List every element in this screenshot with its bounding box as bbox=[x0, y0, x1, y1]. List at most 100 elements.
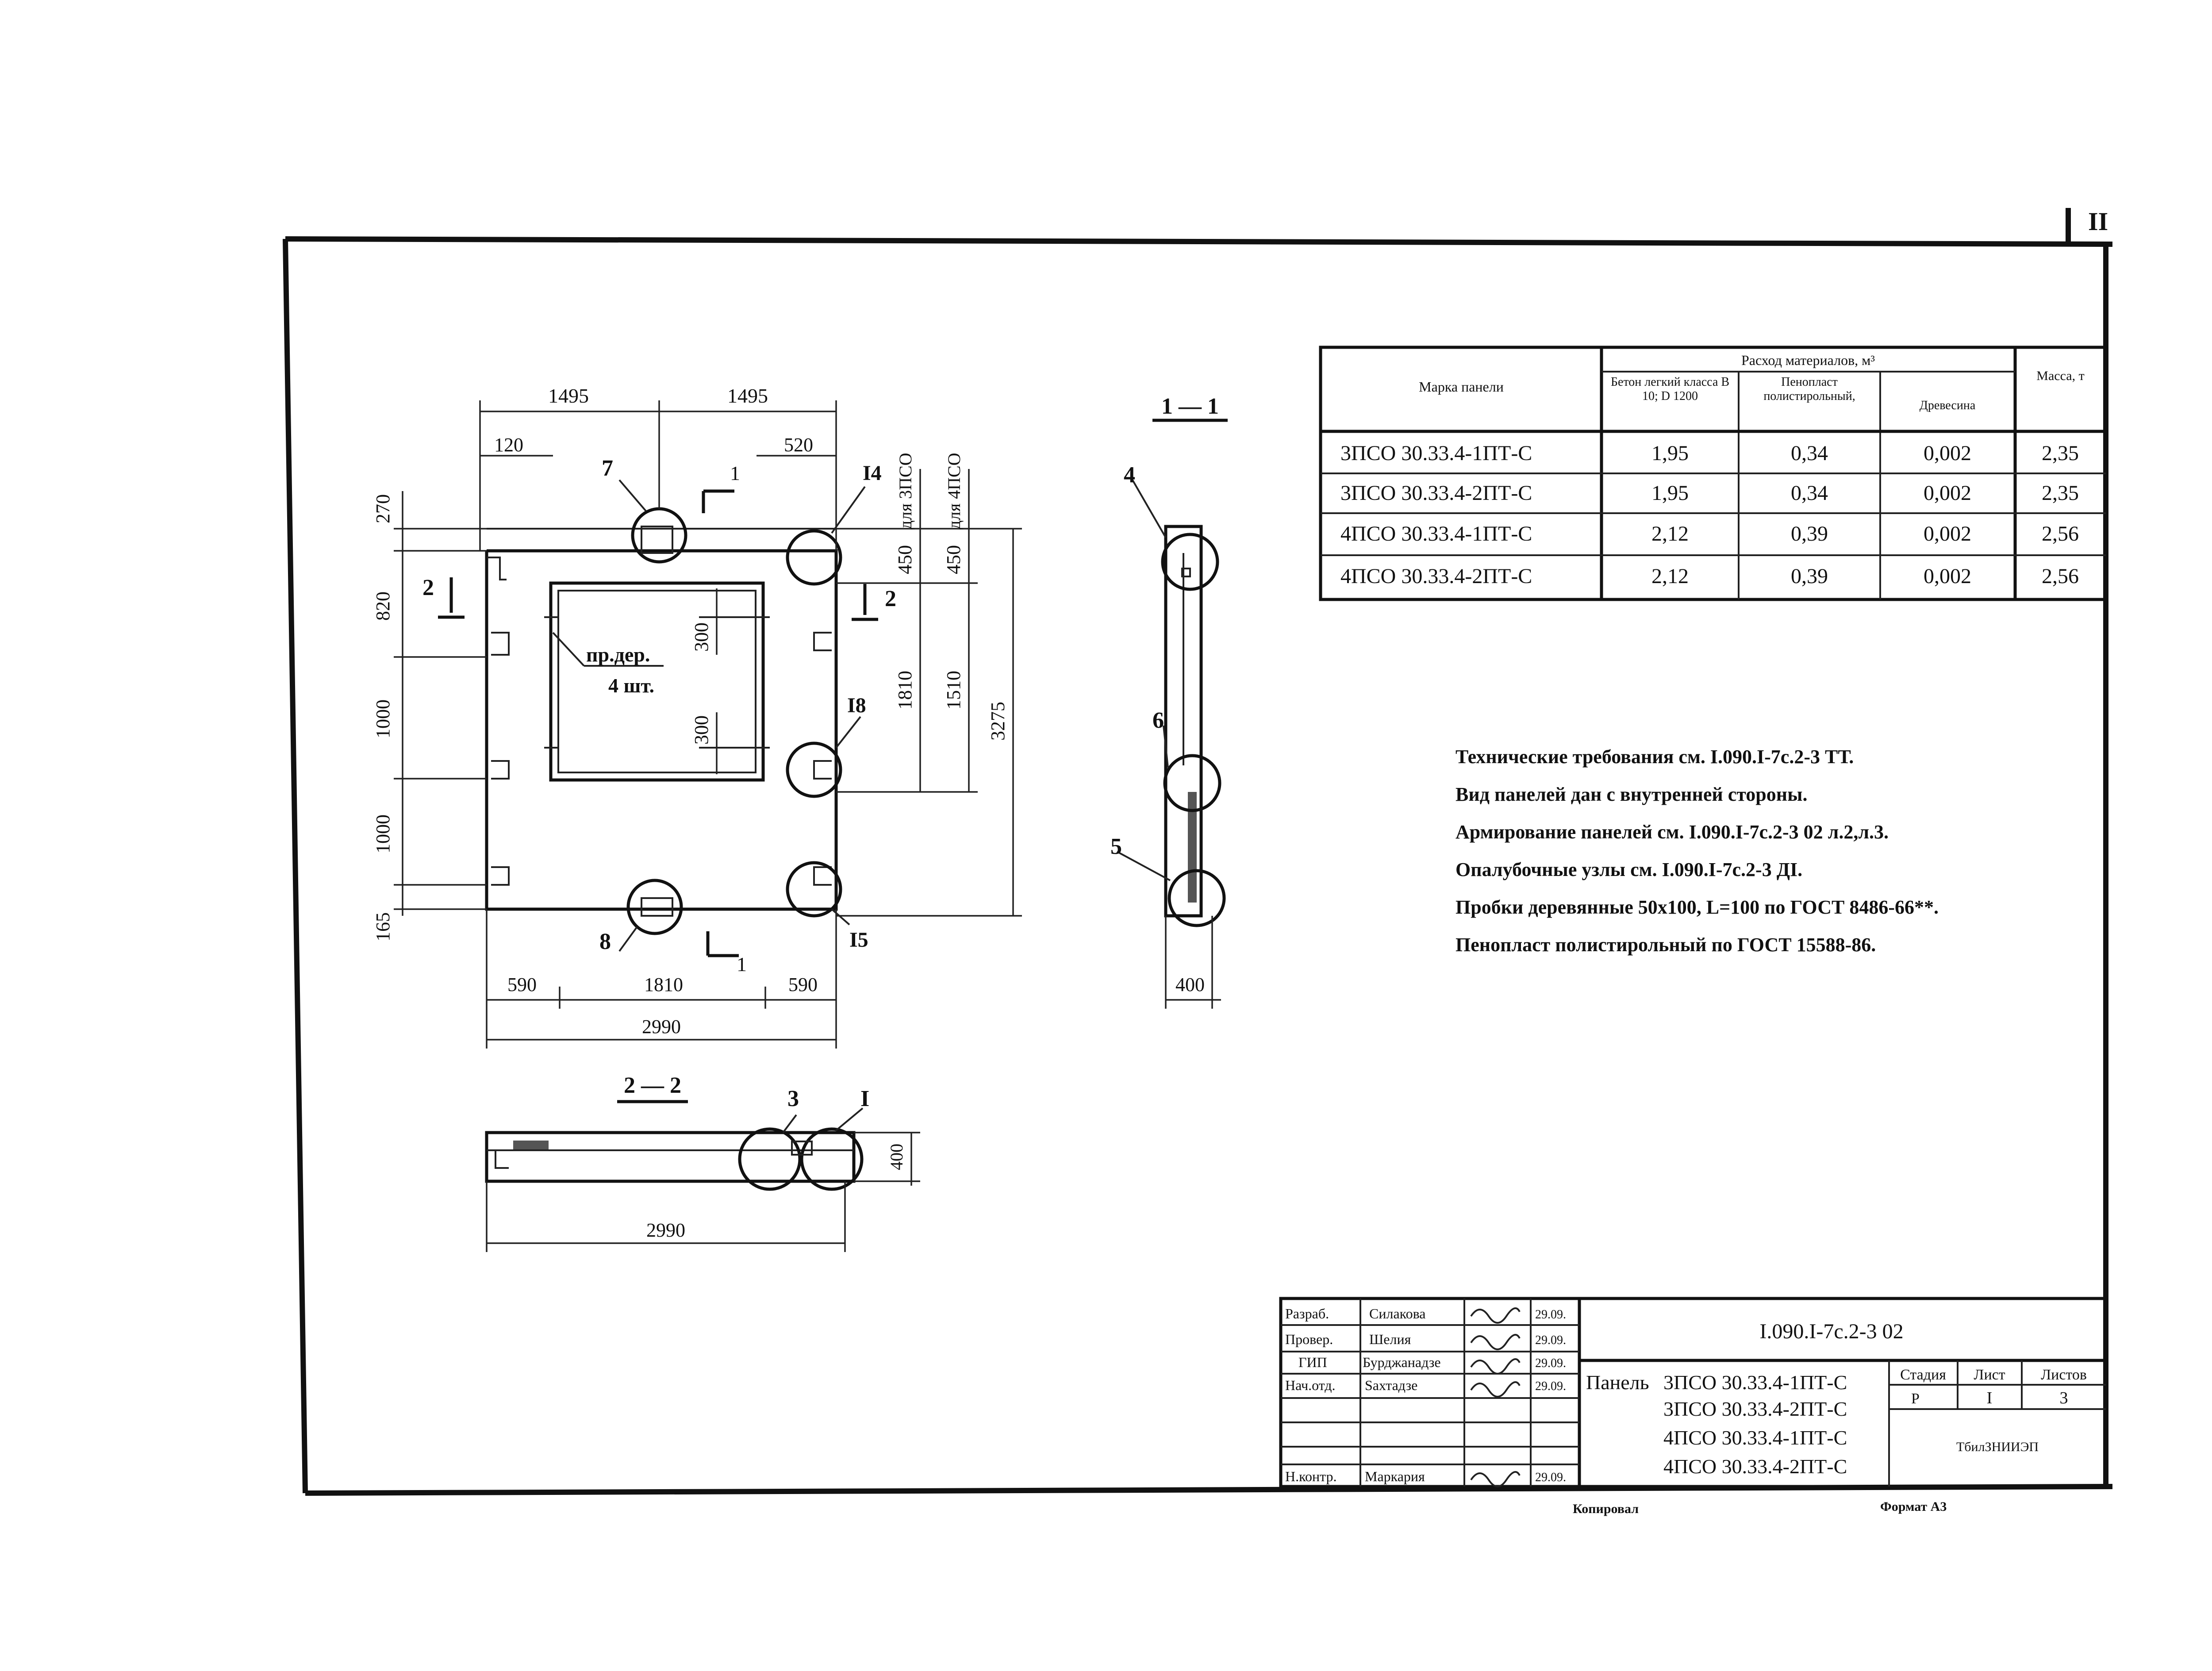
dim-270: 270 bbox=[372, 494, 394, 523]
dim-300a: 300 bbox=[691, 622, 712, 652]
person-name: Бурджанадзе bbox=[1363, 1354, 1441, 1370]
note: Пробки деревянные 50х100, L=100 по ГОСТ … bbox=[1455, 896, 1939, 918]
role-label: Провер. bbox=[1285, 1331, 1333, 1347]
row-foam: 0,39 bbox=[1791, 522, 1828, 545]
sign-date: 29.09. bbox=[1535, 1308, 1566, 1321]
role-label: ГИП bbox=[1298, 1354, 1327, 1370]
sheet-label: Лист bbox=[1974, 1367, 2005, 1383]
note: Технические требования см. I.090.I-7с.2-… bbox=[1455, 746, 1854, 768]
note: Опалубочные узлы см. I.090.I-7с.2-3 ДI. bbox=[1455, 859, 1802, 880]
sign-date: 29.09. bbox=[1535, 1333, 1566, 1347]
table-header-wood: Древесина bbox=[1920, 399, 1976, 412]
row-foam: 0,39 bbox=[1791, 565, 1828, 588]
row-concrete: 1,95 bbox=[1651, 481, 1689, 505]
dim-for-4pso: для 4ПСО bbox=[944, 453, 964, 529]
node-label-3: 3 bbox=[787, 1086, 799, 1111]
dim-120: 120 bbox=[494, 434, 523, 456]
note: Пенопласт полистирольный по ГОСТ 15588-8… bbox=[1455, 934, 1876, 956]
sign-date: 29.09. bbox=[1535, 1379, 1566, 1393]
row-mark: 4ПСО 30.33.4-2ПТ-С bbox=[1340, 565, 1532, 588]
panel-elevation: 7 I4 I8 I5 8 пр.дер. 4 шт. 1 1 2 2 1495 … bbox=[372, 384, 1022, 1049]
dim-1000b: 1000 bbox=[372, 814, 394, 853]
dim-400: 400 bbox=[1175, 974, 1205, 995]
row-wood: 0,002 bbox=[1924, 442, 1971, 465]
node-label-6: 6 bbox=[1152, 708, 1164, 733]
plug-count-label: 4 шт. bbox=[608, 674, 654, 697]
footer-format: Формат А3 bbox=[1880, 1499, 1947, 1514]
row-concrete: 2,12 bbox=[1651, 522, 1689, 545]
dim-1510: 1510 bbox=[943, 671, 964, 710]
section-2-2: 2 — 2 3 I 400 2990 bbox=[485, 1073, 920, 1252]
section-title: 1 — 1 bbox=[1161, 394, 1219, 419]
row-mark: 4ПСО 30.33.4-1ПТ-С bbox=[1340, 522, 1532, 545]
dim-1810h: 1810 bbox=[644, 974, 683, 995]
person-name: Маркария bbox=[1365, 1468, 1425, 1484]
table-header-concrete: Бетон легкий класса В 10; D 1200 bbox=[1610, 375, 1730, 403]
title-block: I.090.I-7с.2-3 02 Разраб. Провер. ГИП На… bbox=[1279, 1297, 2108, 1488]
dim-1000a: 1000 bbox=[372, 699, 394, 738]
person-name: Шелия bbox=[1369, 1331, 1411, 1347]
row-concrete: 1,95 bbox=[1651, 442, 1689, 465]
sheet-number: II bbox=[2088, 207, 2108, 236]
dim-300b: 300 bbox=[691, 715, 712, 745]
note: Вид панелей дан с внутренней стороны. bbox=[1455, 784, 1807, 805]
node-label-4: 4 bbox=[1124, 462, 1135, 488]
dim-2990: 2990 bbox=[646, 1219, 685, 1241]
organization: ТбилЗНИИЭП bbox=[1956, 1440, 2039, 1454]
sign-date: 29.09. bbox=[1535, 1471, 1566, 1484]
footer-copied: Копировал bbox=[1573, 1502, 1639, 1516]
table-header-consumption: Расход материалов, м³ bbox=[1741, 352, 1875, 368]
row-concrete: 2,12 bbox=[1651, 565, 1689, 588]
dim-820: 820 bbox=[372, 592, 394, 621]
row-mass: 2,56 bbox=[2042, 565, 2079, 588]
dim-top-left: 1495 bbox=[548, 384, 589, 407]
dim-1810v: 1810 bbox=[894, 671, 916, 710]
panel-mark: 4ПСО 30.33.4-2ПТ-С bbox=[1663, 1455, 1847, 1478]
dim-400: 400 bbox=[887, 1144, 906, 1170]
dim-top-right: 1495 bbox=[727, 384, 768, 407]
sheets-label: Листов bbox=[2041, 1367, 2087, 1383]
plug-label: пр.дер. bbox=[586, 643, 650, 666]
row-wood: 0,002 bbox=[1924, 565, 1971, 588]
panel-mark: 4ПСО 30.33.4-1ПТ-С bbox=[1663, 1426, 1847, 1449]
cut-1-top-label: 1 bbox=[730, 462, 740, 484]
row-mass: 2,56 bbox=[2042, 522, 2079, 545]
row-foam: 0,34 bbox=[1791, 481, 1828, 505]
sheets-value: 3 bbox=[2060, 1389, 2068, 1407]
note: Армирование панелей см. I.090.I-7с.2-3 0… bbox=[1455, 821, 1889, 843]
row-mass: 2,35 bbox=[2042, 481, 2079, 505]
person-name: Sахтадзе bbox=[1365, 1377, 1417, 1393]
dim-590b: 590 bbox=[788, 974, 818, 995]
dim-450a: 450 bbox=[894, 545, 916, 574]
sheet-value: I bbox=[1987, 1389, 1993, 1407]
panel-prefix: Панель bbox=[1586, 1371, 1649, 1394]
dim-2990: 2990 bbox=[642, 1016, 681, 1037]
dim-450b: 450 bbox=[943, 545, 964, 574]
dim-for-3pso: для 3ПСО bbox=[895, 453, 915, 529]
table-row: 4ПСО 30.33.4-1ПТ-С 2,12 0,39 0,002 2,56 bbox=[1340, 522, 2079, 545]
node-label-18: I8 bbox=[847, 694, 866, 717]
node-label-14: I4 bbox=[863, 461, 882, 485]
cut-2-right-label: 2 bbox=[885, 586, 896, 611]
dim-520: 520 bbox=[784, 434, 813, 456]
table-row: 3ПСО 30.33.4-2ПТ-С 1,95 0,34 0,002 2,35 bbox=[1340, 481, 2079, 505]
role-label: Н.контр. bbox=[1285, 1468, 1337, 1484]
row-wood: 0,002 bbox=[1924, 522, 1971, 545]
person-name: Силакова bbox=[1369, 1306, 1425, 1321]
table-row: 3ПСО 30.33.4-1ПТ-С 1,95 0,34 0,002 2,35 bbox=[1340, 442, 2079, 465]
table-header-mark: Марка панели bbox=[1419, 379, 1504, 395]
material-table: Марка панели Расход материалов, м³ Бетон… bbox=[1319, 346, 2108, 601]
node-label-5: 5 bbox=[1110, 834, 1122, 859]
table-header-mass: Масса, т bbox=[2036, 369, 2085, 383]
section-1-1: 1 — 1 4 6 5 400 bbox=[1110, 394, 1228, 1009]
row-mass: 2,35 bbox=[2042, 442, 2079, 465]
sign-date: 29.09. bbox=[1535, 1356, 1566, 1370]
dim-590a: 590 bbox=[507, 974, 537, 995]
doc-code: I.090.I-7с.2-3 02 bbox=[1759, 1320, 1903, 1343]
technical-notes: Технические требования см. I.090.I-7с.2-… bbox=[1455, 746, 1939, 956]
node-label-8: 8 bbox=[599, 929, 611, 954]
node-label-7: 7 bbox=[602, 456, 613, 481]
table-header-foam: Пенопласт полистирольный, bbox=[1763, 375, 1855, 403]
dim-165: 165 bbox=[372, 912, 394, 941]
